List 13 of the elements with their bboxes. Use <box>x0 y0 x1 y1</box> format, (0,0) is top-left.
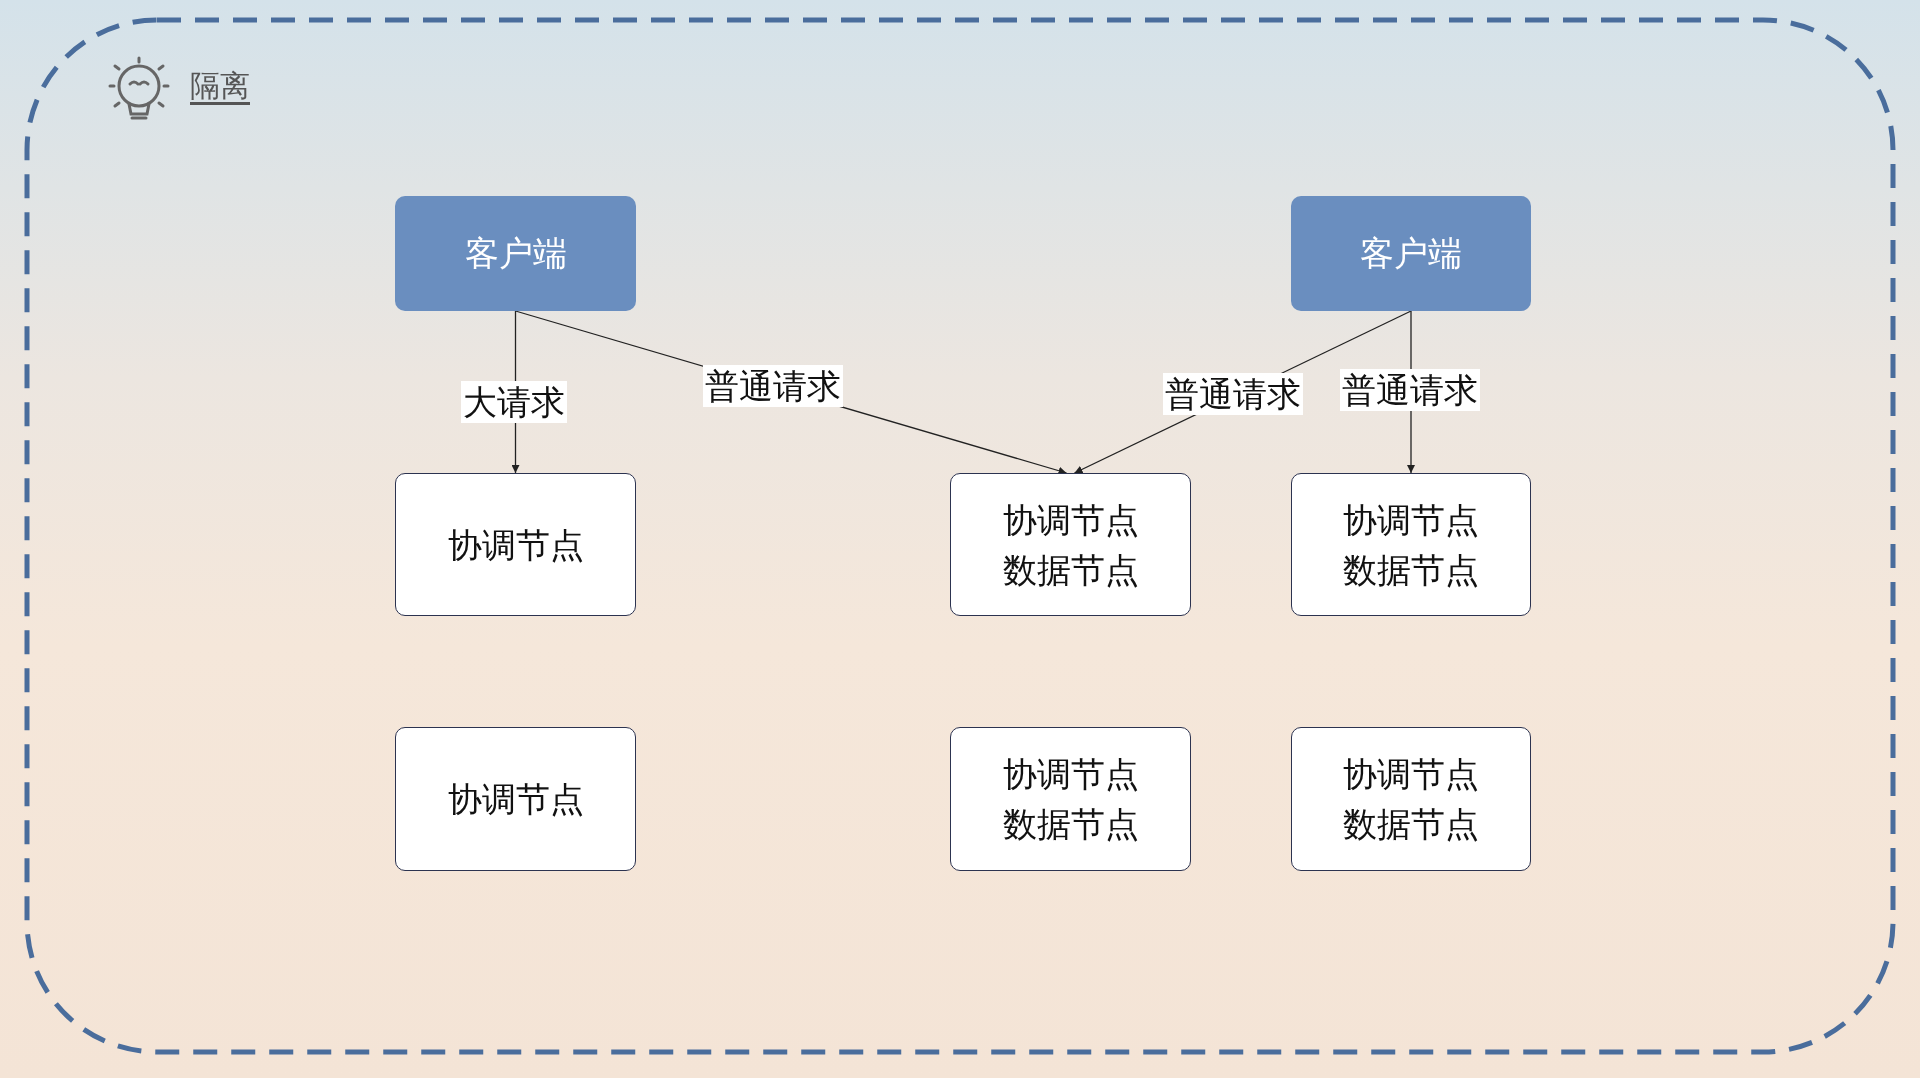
edge-label: 普通请求 <box>1340 369 1480 411</box>
node-box: 协调节点 数据节点 <box>1291 473 1531 616</box>
node-box: 协调节点 数据节点 <box>950 473 1191 616</box>
client-box: 客户端 <box>1291 196 1531 311</box>
node-box: 协调节点 数据节点 <box>1291 727 1531 871</box>
edge-label: 普通请求 <box>1163 373 1303 415</box>
edge-label: 普通请求 <box>703 365 843 407</box>
node-box: 协调节点 <box>395 727 636 871</box>
client-box: 客户端 <box>395 196 636 311</box>
title: 隔离 <box>190 67 250 105</box>
node-box: 协调节点 <box>395 473 636 616</box>
node-box: 协调节点 数据节点 <box>950 727 1191 871</box>
edge-label: 大请求 <box>461 381 567 423</box>
